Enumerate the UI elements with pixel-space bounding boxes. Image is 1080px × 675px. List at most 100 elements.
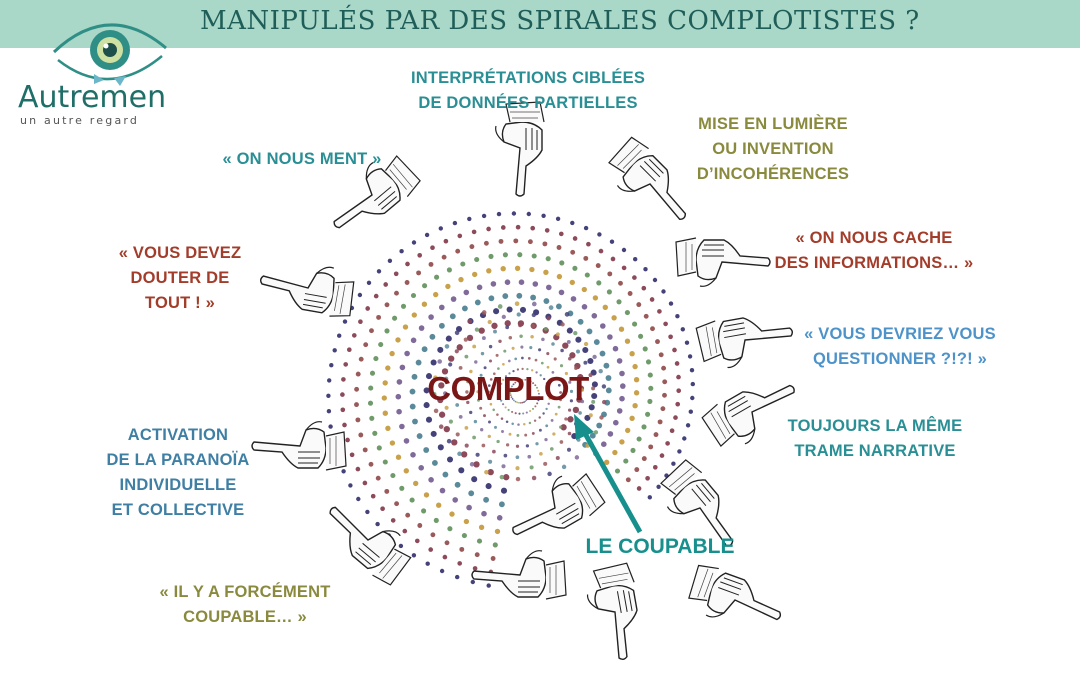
spiral-dot <box>443 238 449 244</box>
spiral-dot <box>641 456 647 462</box>
inner-swirl-dot <box>545 407 548 411</box>
inner-swirl-dot <box>454 390 458 395</box>
spiral-dot <box>598 248 604 254</box>
spiral-dot <box>437 396 444 404</box>
inner-swirl-dot <box>547 402 550 406</box>
inner-swirl-dot <box>545 424 549 428</box>
spiral-dot <box>438 382 445 389</box>
spiral-dot <box>413 480 419 487</box>
inner-swirl-dot <box>510 396 513 398</box>
spiral-dot <box>621 247 627 253</box>
inner-swirl-dot <box>527 357 531 360</box>
pointing-hand-icon <box>255 255 359 321</box>
spiral-dot <box>358 432 364 438</box>
spiral-dot <box>630 447 636 453</box>
spiral-dot <box>412 418 418 425</box>
spiral-dot <box>430 359 437 366</box>
inner-swirl-dot <box>564 417 568 421</box>
spiral-dot <box>500 266 506 272</box>
inner-swirl-dot <box>516 380 519 383</box>
inner-swirl-dot <box>557 383 561 387</box>
spiral-dot <box>589 432 596 439</box>
inner-swirl-dot <box>547 386 550 390</box>
inner-swirl-dot <box>527 454 532 459</box>
spiral-dot <box>584 272 590 278</box>
inner-swirl-dot <box>523 401 525 403</box>
inner-swirl-dot <box>523 423 526 426</box>
spiral-dot <box>395 393 402 400</box>
spiral-dot <box>423 387 430 394</box>
inner-swirl-dot <box>443 391 448 396</box>
inner-swirl-dot <box>504 406 507 409</box>
inner-swirl-dot <box>578 377 582 381</box>
spiral-dot <box>375 521 380 527</box>
spiral-dot <box>629 351 635 357</box>
inner-swirl-dot <box>517 423 520 426</box>
inner-swirl-dot <box>499 474 505 480</box>
spiral-dot <box>543 269 549 275</box>
spiral-dot <box>653 432 659 438</box>
inner-swirl-dot <box>593 430 599 435</box>
inner-swirl-dot <box>514 381 517 384</box>
spiral-dot <box>645 359 652 365</box>
inner-swirl-dot <box>455 432 460 437</box>
spiral-dot <box>380 506 385 512</box>
inner-swirl-dot <box>444 344 450 349</box>
spiral-dot <box>624 310 630 316</box>
spiral-dot <box>327 378 332 383</box>
inner-swirl-dot <box>481 443 486 448</box>
inner-swirl-dot <box>477 398 480 402</box>
inner-swirl-dot <box>469 410 473 415</box>
spiral-dot <box>383 282 389 287</box>
spiral-dot <box>358 356 364 362</box>
spiral-dot <box>424 232 430 238</box>
inner-swirl-dot <box>529 409 532 413</box>
spiral-dot <box>514 265 521 271</box>
spiral-dot <box>476 284 483 291</box>
spiral-dot <box>349 452 355 458</box>
inner-swirl-dot <box>521 378 524 381</box>
inner-swirl-dot <box>576 349 580 354</box>
spiral-dot <box>439 487 446 494</box>
inner-swirl-dot <box>455 403 460 407</box>
inner-swirl-dot <box>569 399 574 403</box>
spiral-dot <box>662 379 668 385</box>
spiral-dot <box>354 402 359 408</box>
spiral-dot <box>647 495 652 500</box>
spiral-dot <box>607 334 613 340</box>
spiral-dot <box>417 252 423 258</box>
spiral-dot <box>429 333 436 340</box>
spiral-dot <box>504 320 511 327</box>
inner-swirl-dot <box>540 361 544 365</box>
spiral-dot <box>368 385 374 391</box>
inner-swirl-dot <box>480 428 484 432</box>
inner-swirl-dot <box>501 314 506 320</box>
spiral-dot <box>567 416 574 423</box>
spiral-dot <box>584 414 591 421</box>
spiral-dot <box>355 417 361 423</box>
spiral-dot <box>541 213 546 218</box>
spiral-dot <box>500 225 506 230</box>
spiral-dot <box>399 364 406 371</box>
spiral-dot <box>606 289 612 295</box>
inner-swirl-dot <box>598 369 603 374</box>
inner-swirl-dot <box>488 384 491 387</box>
inner-swirl-dot <box>527 394 530 397</box>
spiral-dot <box>470 579 475 585</box>
spiral-dot <box>607 271 613 277</box>
spiral-dot <box>612 345 619 352</box>
spiral-dot <box>423 447 430 453</box>
inner-swirl-dot <box>500 417 504 420</box>
spiral-dot <box>409 497 415 503</box>
inner-swirl-dot <box>573 330 578 336</box>
inner-swirl-dot <box>538 396 540 398</box>
spiral-dot <box>370 493 376 499</box>
spiral-dot <box>416 433 423 440</box>
inner-swirl-dot <box>509 389 512 392</box>
spiral-dot <box>394 501 400 507</box>
dot-spiral <box>326 211 695 588</box>
inner-swirl-dot <box>536 386 538 389</box>
eye-logo-icon <box>52 23 167 86</box>
spiral-dot <box>438 322 445 329</box>
spiral-dot <box>405 261 410 267</box>
